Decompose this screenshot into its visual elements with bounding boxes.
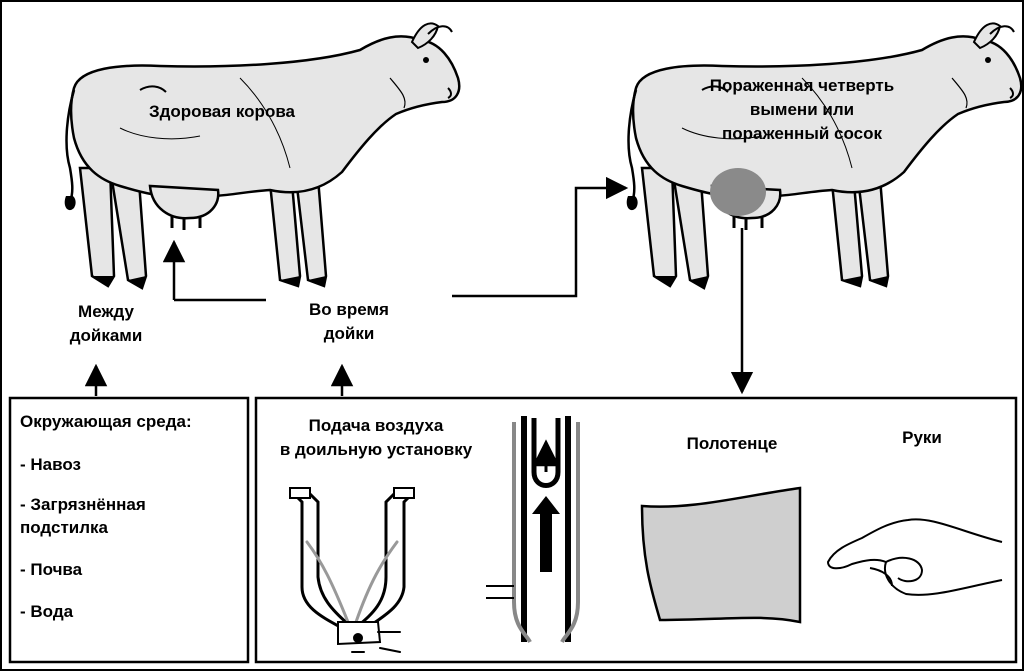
- between-label-line-1: Между: [78, 302, 134, 321]
- environment-item-bedding-2: подстилка: [20, 518, 108, 537]
- infected-cow-label-line-1: Пораженная четверть: [709, 76, 895, 95]
- infected-cow-label-line-2: вымени или: [749, 100, 855, 119]
- environment-item-soil: - Почва: [20, 560, 83, 579]
- environment-item-manure: - Навоз: [20, 455, 81, 474]
- air-supply-label: Подача воздуха в доильную установку: [258, 414, 494, 462]
- teat-cup-section-illustration: [486, 416, 580, 644]
- environment-title: Окружающая среда:: [20, 412, 192, 431]
- environment-box: [8, 396, 250, 664]
- during-milking-label: Во время дойки: [284, 298, 414, 346]
- hand-illustration: [827, 518, 1003, 596]
- environment-item-water: - Вода: [20, 602, 74, 621]
- infected-cow-illustration: [625, 21, 1022, 290]
- during-label-line-1: Во время: [309, 300, 389, 319]
- healthy-cow-illustration: [63, 21, 461, 290]
- infected-quarter-mark: [710, 168, 766, 216]
- infected-cow-label: Пораженная четверть вымени или пораженны…: [682, 74, 922, 146]
- milking-cluster-illustration: [289, 487, 415, 653]
- environment-item-bedding-1: - Загрязнённая: [20, 495, 146, 514]
- between-label-line-2: дойками: [69, 326, 143, 345]
- hands-label: Руки: [902, 428, 942, 447]
- infected-cow-label-line-3: пораженный сосок: [722, 124, 882, 143]
- towel-illustration: [640, 486, 802, 624]
- healthy-cow-label: Здоровая корова: [148, 102, 296, 121]
- between-milkings-label: Между дойками: [46, 300, 166, 348]
- air-supply-line-1: Подача воздуха: [308, 416, 444, 435]
- towel-label: Полотенце: [686, 434, 778, 453]
- arrow-to-infected-cow: [452, 176, 629, 298]
- during-label-line-2: дойки: [323, 324, 375, 343]
- air-supply-line-2: в доильную установку: [279, 440, 473, 459]
